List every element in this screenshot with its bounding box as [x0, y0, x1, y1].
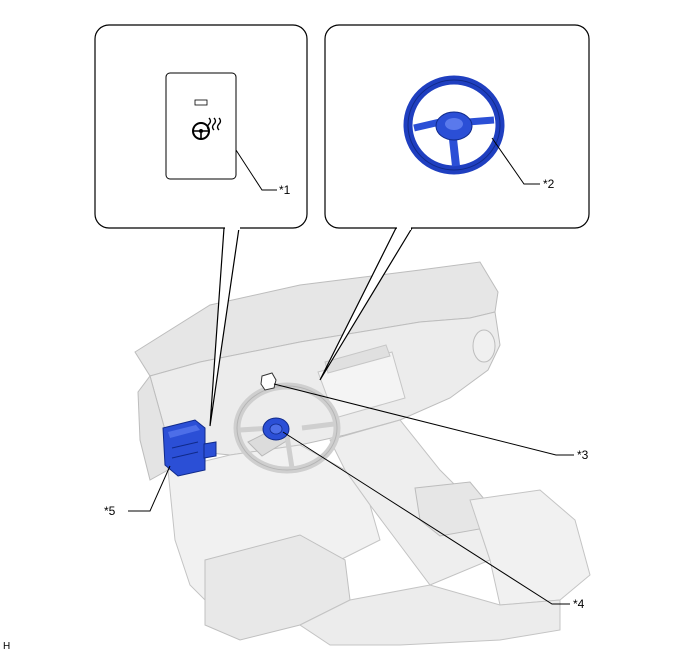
spiral-cable-component-4 [262, 417, 290, 441]
leader-line-3 [273, 383, 574, 456]
callout-label-3: *3 [577, 448, 589, 462]
heated-steering-wheel-icon [192, 117, 222, 140]
callout-label-1: *1 [279, 183, 291, 197]
callout-label-2: *2 [543, 177, 555, 191]
ecu-component-5 [162, 419, 206, 477]
leader-line-1 [235, 149, 277, 191]
leader-line-5 [128, 465, 171, 512]
callout-label-4: *4 [573, 597, 585, 611]
indicator-light [194, 99, 208, 106]
switch-panel [165, 72, 237, 180]
corner-mark: H [3, 641, 11, 652]
detail-box-1: *1 [94, 24, 308, 427]
steering-wheel-image [403, 75, 505, 175]
leader-line-2 [491, 137, 540, 185]
vehicle-interior [134, 261, 591, 646]
leader-line-4 [282, 431, 570, 605]
detail-box-2: *2 [319, 24, 590, 381]
sensor-component-3 [260, 372, 277, 391]
heater-switch-component-1 [203, 441, 217, 459]
callout-label-5: *5 [104, 504, 116, 518]
